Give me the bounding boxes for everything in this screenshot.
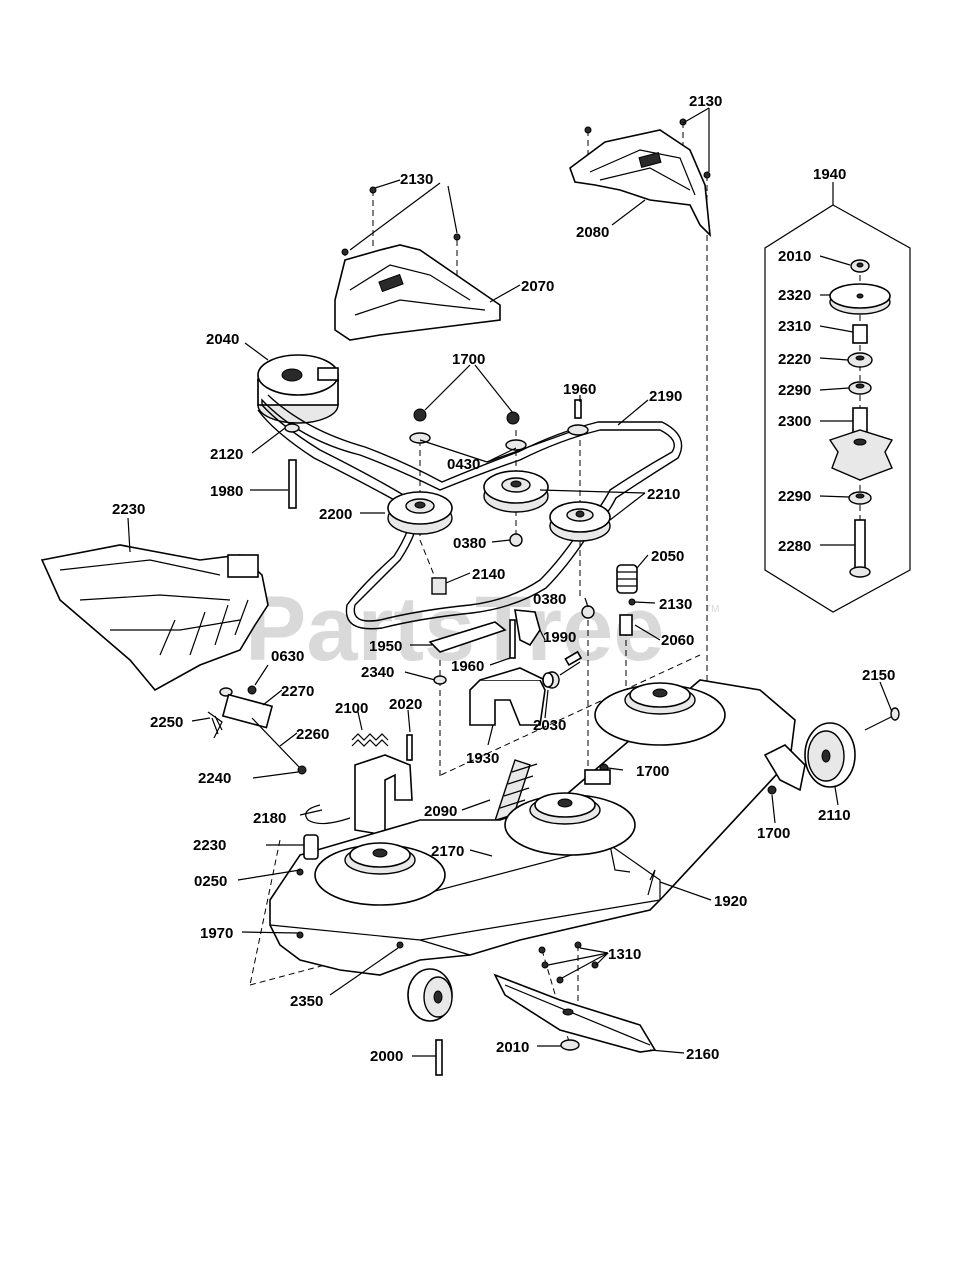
label-2320: 2320 (778, 287, 811, 304)
discharge-chute (40, 544, 269, 692)
label-2210: 2210 (647, 486, 680, 503)
label-1990: 1990 (543, 629, 576, 646)
label-2030: 2030 (533, 717, 566, 734)
pulley-2210b (549, 501, 611, 542)
label-2250: 2250 (150, 714, 183, 731)
callout-labels: 1940 2130 2130 2080 2070 2040 1700 1960 … (112, 93, 895, 1065)
bolt-2150 (864, 707, 900, 731)
label-1970: 1970 (200, 925, 233, 942)
label-2150: 2150 (862, 667, 895, 684)
label-1930: 1930 (466, 750, 499, 767)
pulley-2200 (387, 491, 453, 535)
idler-arm (428, 609, 541, 685)
label-2000: 2000 (370, 1048, 403, 1065)
label-2170: 2170 (431, 843, 464, 860)
label-2290: 2290 (778, 488, 811, 505)
label-1980: 1980 (210, 483, 243, 500)
belt-cover-left (334, 186, 501, 341)
label-1960: 1960 (563, 381, 596, 398)
blade-hardware (435, 941, 599, 1076)
label-2010: 2010 (778, 248, 811, 265)
label-2240: 2240 (198, 770, 231, 787)
label-2190: 2190 (649, 388, 682, 405)
label-1940: 1940 (813, 166, 846, 183)
label-0630: 0630 (271, 648, 304, 665)
watermark-tm: TM (705, 604, 719, 615)
label-2230: 2230 (112, 501, 145, 518)
label-1950: 1950 (369, 638, 402, 655)
label-2160: 2160 (686, 1046, 719, 1063)
spring-2050 (616, 564, 638, 594)
label-2020: 2020 (389, 696, 422, 713)
blade-2160 (493, 973, 657, 1053)
hardware-2060 (619, 598, 636, 636)
label-2130: 2130 (689, 93, 722, 110)
spindle-kit-box (764, 204, 911, 613)
label-2010: 2010 (496, 1039, 529, 1056)
deck-hardware (296, 763, 777, 949)
mower-deck (269, 679, 796, 976)
label-0380: 0380 (533, 591, 566, 608)
label-0380: 0380 (453, 535, 486, 552)
bracket-2180 (305, 754, 413, 836)
label-2070: 2070 (521, 278, 554, 295)
bracket-1930 (469, 667, 546, 726)
label-2040: 2040 (206, 331, 239, 348)
label-2350: 2350 (290, 993, 323, 1010)
label-2090: 2090 (424, 803, 457, 820)
leader-lines (127, 107, 893, 1057)
label-2290: 2290 (778, 382, 811, 399)
label-1310: 1310 (608, 946, 641, 963)
label-2300: 2300 (778, 413, 811, 430)
label-2110: 2110 (818, 807, 851, 824)
front-wheel-left (407, 968, 453, 1022)
chute-hinge-hardware (207, 685, 307, 775)
belt-cover-right (569, 118, 712, 238)
pulley-hardware (284, 399, 595, 619)
label-2060: 2060 (661, 632, 694, 649)
pto-clutch (257, 354, 339, 424)
pulley-2210a (483, 470, 549, 513)
label-2050: 2050 (651, 548, 684, 565)
label-1920: 1920 (714, 893, 747, 910)
label-0430: 0430 (447, 456, 480, 473)
label-2260: 2260 (296, 726, 329, 743)
label-2310: 2310 (778, 318, 811, 335)
label-2220: 2220 (778, 351, 811, 368)
label-2130: 2130 (400, 171, 433, 188)
label-2230: 2230 (193, 837, 226, 854)
label-0250: 0250 (194, 873, 227, 890)
label-2080: 2080 (576, 224, 609, 241)
pin-2020 (406, 734, 413, 761)
label-2200: 2200 (319, 506, 352, 523)
bushing-2030 (542, 650, 583, 689)
label-1700: 1700 (452, 351, 485, 368)
watermark: PartsTree (245, 578, 664, 680)
label-2130: 2130 (659, 596, 692, 613)
label-1700: 1700 (757, 825, 790, 842)
label-2140: 2140 (472, 566, 505, 583)
label-1960: 1960 (451, 658, 484, 675)
spring-2100 (351, 733, 389, 747)
label-2280: 2280 (778, 538, 811, 555)
label-2180: 2180 (253, 810, 286, 827)
label-2340: 2340 (361, 664, 394, 681)
label-2120: 2120 (210, 446, 243, 463)
label-1700: 1700 (636, 763, 669, 780)
label-2270: 2270 (281, 683, 314, 700)
anti-scalp-wheel-2110 (763, 722, 856, 792)
label-2100: 2100 (335, 700, 368, 717)
